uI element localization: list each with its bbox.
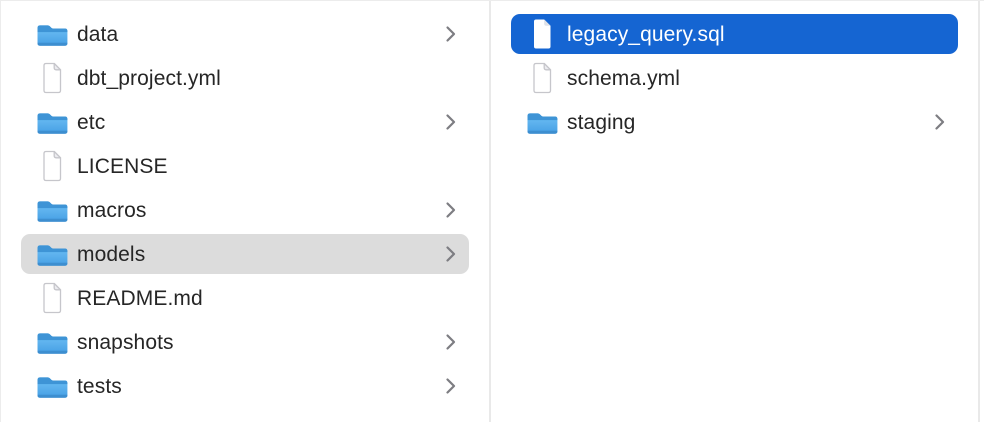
item-label: data [77, 22, 119, 46]
document-icon [525, 62, 558, 94]
item-label: snapshots [77, 330, 174, 354]
list-item-etc[interactable]: etc [21, 102, 469, 142]
list-item-macros[interactable]: macros [21, 190, 469, 230]
list-item-readme-md[interactable]: README.md [21, 278, 469, 318]
item-label: tests [77, 374, 122, 398]
item-label: README.md [77, 286, 203, 310]
list-item-dbt-project-yml[interactable]: dbt_project.yml [21, 58, 469, 98]
chevron-right-icon [445, 25, 456, 43]
chevron-right-icon [445, 113, 456, 131]
list-item-models[interactable]: models [21, 234, 469, 274]
item-label: staging [567, 110, 636, 134]
list-item-snapshots[interactable]: snapshots [21, 322, 469, 362]
list-item-schema-yml[interactable]: schema.yml [511, 58, 958, 98]
item-label: LICENSE [77, 154, 168, 178]
item-label: etc [77, 110, 106, 134]
list-item-license[interactable]: LICENSE [21, 146, 469, 186]
list-item-legacy-query-sql[interactable]: legacy_query.sql [511, 14, 958, 54]
list-item-tests[interactable]: tests [21, 366, 469, 406]
item-label: macros [77, 198, 147, 222]
finder-column-contents: legacy_query.sql schema.yml staging [491, 1, 980, 422]
folder-icon [35, 197, 68, 224]
document-icon [35, 282, 68, 314]
item-label: dbt_project.yml [77, 66, 221, 90]
document-icon [35, 150, 68, 182]
chevron-right-icon [445, 201, 456, 219]
list-item-data[interactable]: data [21, 14, 469, 54]
item-label: schema.yml [567, 66, 681, 90]
folder-icon [35, 373, 68, 400]
chevron-right-icon [934, 113, 945, 131]
chevron-right-icon [445, 333, 456, 351]
chevron-right-icon [445, 377, 456, 395]
list-item-staging[interactable]: staging [511, 102, 958, 142]
item-label: models [77, 242, 146, 266]
folder-icon [35, 329, 68, 356]
document-icon [525, 18, 558, 50]
folder-icon [525, 109, 558, 136]
item-label: legacy_query.sql [567, 22, 725, 46]
folder-icon [35, 241, 68, 268]
folder-icon [35, 21, 68, 48]
folder-icon [35, 109, 68, 136]
chevron-right-icon [445, 245, 456, 263]
document-icon [35, 62, 68, 94]
